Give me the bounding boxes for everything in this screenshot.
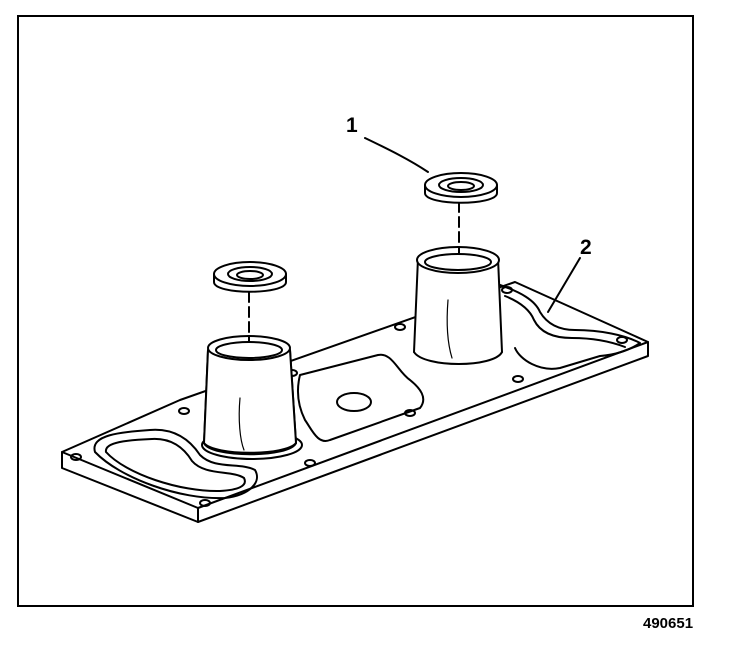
- gasket-plate: [61, 281, 649, 523]
- gasket-bead: [93, 428, 258, 500]
- callout-1-seal: 1: [346, 114, 358, 137]
- leader-line-1: [364, 137, 429, 173]
- gasket-bead-inner: [105, 437, 246, 493]
- bolt-holes: [70, 286, 628, 507]
- center-oval-hole: [336, 392, 372, 412]
- gasket-center-bead: [296, 353, 425, 442]
- figure-id: 490651: [643, 615, 694, 632]
- callout-2-gasket: 2: [580, 236, 592, 259]
- right-spark-plug-tube: [413, 246, 503, 365]
- gasket-right-bead-inner: [504, 295, 626, 348]
- gasket-right-bead: [499, 284, 641, 370]
- leader-line-2: [547, 257, 581, 313]
- right-seal: [424, 172, 498, 204]
- left-spark-plug-tube: [201, 335, 303, 460]
- left-seal: [213, 261, 287, 293]
